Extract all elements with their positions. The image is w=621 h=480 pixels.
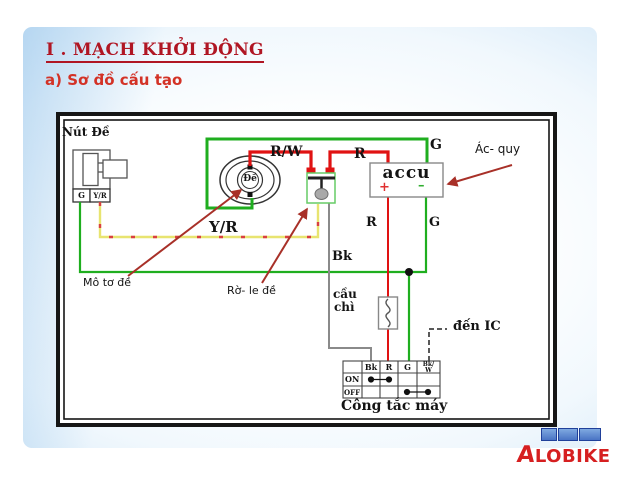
table-col-bkw-top: Bk/ <box>422 361 435 368</box>
table-col-r: R <box>385 362 393 372</box>
junction-dot <box>405 268 413 276</box>
battery-plus: + <box>379 180 390 195</box>
wire-label-r-top: R <box>354 146 366 162</box>
wire-label-g-top: G <box>430 137 442 153</box>
table-row-off: OFF <box>344 388 361 397</box>
wire-red <box>248 150 390 361</box>
switch-table-caption: Công tắc máy <box>341 398 448 414</box>
logo-rest: LOBIKE <box>534 446 611 467</box>
switch-table-contacts <box>367 376 432 396</box>
fuse-label-line1: cầu <box>333 287 357 301</box>
motor-core-label: Đề <box>243 174 257 184</box>
pager-button-3[interactable] <box>579 428 601 441</box>
alobike-logo: ALOBIKE <box>515 442 611 468</box>
motor-annotation: Mô tơ đề <box>83 276 132 289</box>
wire-yellow-red <box>98 202 320 239</box>
pager-button-1[interactable] <box>541 428 557 441</box>
terminal-yr-label: Y/R <box>93 191 107 200</box>
relay-annotation: Rờ- le đề <box>227 284 276 297</box>
relay-symbol <box>306 172 336 204</box>
battery-label: accu <box>382 163 431 183</box>
wire-black <box>328 203 372 361</box>
ic-dashed-wire <box>428 328 447 361</box>
wire-label-bk: Bk <box>332 249 352 264</box>
battery-symbol <box>369 162 444 198</box>
page-title: I . MẠCH KHỞI ĐỘNG <box>46 41 264 63</box>
relay-terminal-right <box>325 167 335 173</box>
table-col-bkw-bottom: W <box>425 367 432 374</box>
relay-terminal-left <box>306 167 316 173</box>
wire-green <box>78 137 429 361</box>
annotation-arrows <box>127 164 513 284</box>
start-button-label: Nút Đề <box>62 125 110 139</box>
motor-arrow <box>127 189 243 277</box>
diagram-panel-border <box>56 112 557 427</box>
table-col-bk: Bk <box>364 362 378 372</box>
battery-annotation: Ác- quy <box>475 142 521 156</box>
wire-label-yr: Y/R <box>209 218 238 236</box>
fuse-label-line2: chì <box>334 300 355 314</box>
table-col-g: G <box>404 362 411 372</box>
ic-label: đến IC <box>453 319 501 334</box>
battery-arrow <box>446 164 513 187</box>
wire-label-r-mid: R <box>366 215 377 230</box>
wire-label-rw: R/W <box>270 144 303 160</box>
start-button-symbol <box>72 149 128 203</box>
table-row-on: ON <box>345 374 360 384</box>
battery-minus: – <box>418 178 425 193</box>
wire-label-g-mid: G <box>429 215 441 230</box>
pager-button-2[interactable] <box>558 428 578 441</box>
logo-letter-a: A <box>515 442 537 468</box>
page-subtitle: a) Sơ đồ cấu tạo <box>45 71 183 89</box>
terminal-g-label: G <box>78 190 85 200</box>
fuse-symbol <box>377 296 399 330</box>
relay-arrow <box>261 207 308 284</box>
